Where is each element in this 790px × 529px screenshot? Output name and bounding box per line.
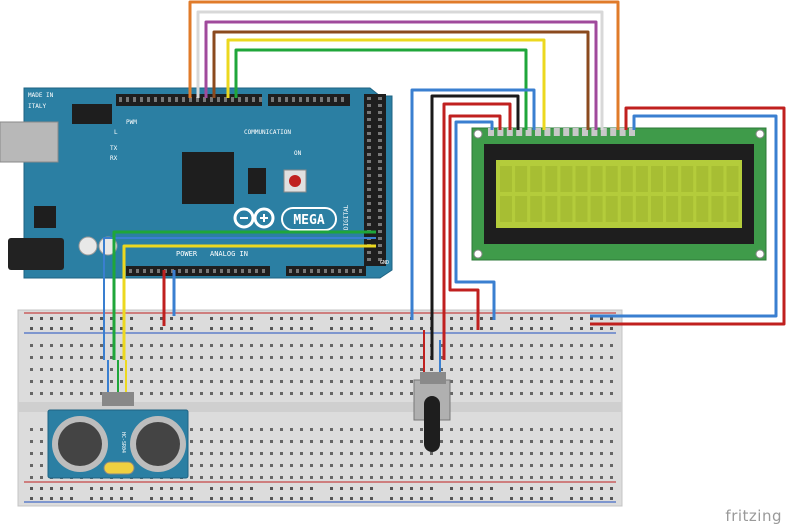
wire-white xyxy=(196,10,604,130)
power-header xyxy=(126,266,270,276)
made-in-label: MADE IN xyxy=(28,92,54,99)
tx-label: TX xyxy=(110,145,118,152)
lcd-character-cells xyxy=(500,166,739,222)
wire-black-lcd-vo xyxy=(430,94,520,360)
arduino-logo xyxy=(233,207,275,229)
lcd-16x2-module xyxy=(471,127,767,261)
usb-port xyxy=(0,121,59,163)
power-jack xyxy=(8,238,64,270)
wire-yellow xyxy=(226,38,546,130)
sensor-label: HC-SR04 xyxy=(120,432,126,453)
pwm-label: PWM xyxy=(126,119,137,126)
wire-purple xyxy=(204,20,598,130)
mega-logo-text: MEGA xyxy=(293,213,324,228)
arduino-mega-board: MADE IN ITALY PWM COMMUNICATION POWER AN… xyxy=(0,87,393,279)
wire-blue-lcd-vss xyxy=(410,88,536,320)
on-led-label: ON xyxy=(294,150,302,157)
analog-in-label: ANALOG IN xyxy=(210,250,248,258)
l-led-label: L xyxy=(114,129,118,136)
power-label: POWER xyxy=(176,250,198,258)
lcd-pins xyxy=(488,128,635,136)
wires xyxy=(103,0,786,392)
wire-green-sensor-echo xyxy=(112,230,376,360)
wire-orange xyxy=(188,0,620,130)
rx-label: RX xyxy=(110,155,118,162)
digital-label: DIGITAL xyxy=(343,204,350,230)
country-label: ITALY xyxy=(28,103,46,110)
microcontroller-chip xyxy=(182,152,234,204)
wire-blue-backlight xyxy=(590,114,778,318)
wire-red-lcd-rs xyxy=(448,114,502,330)
wire-blue-sensor-gnd xyxy=(103,237,376,360)
potentiometer xyxy=(413,372,451,452)
fritzing-watermark: fritzing xyxy=(725,507,782,525)
wire-yellow-sensor-trig xyxy=(122,244,376,360)
communication-label: COMMUNICATION xyxy=(244,129,291,136)
wire-blue-lcd-rw xyxy=(454,120,496,320)
gnd-label: GND xyxy=(380,260,389,266)
wire-red-lcd-vdd xyxy=(442,102,512,360)
wire-red-backlight xyxy=(590,106,786,326)
wire-brown xyxy=(212,30,590,130)
ultrasonic-sensor: HC-SR04 xyxy=(47,392,189,479)
